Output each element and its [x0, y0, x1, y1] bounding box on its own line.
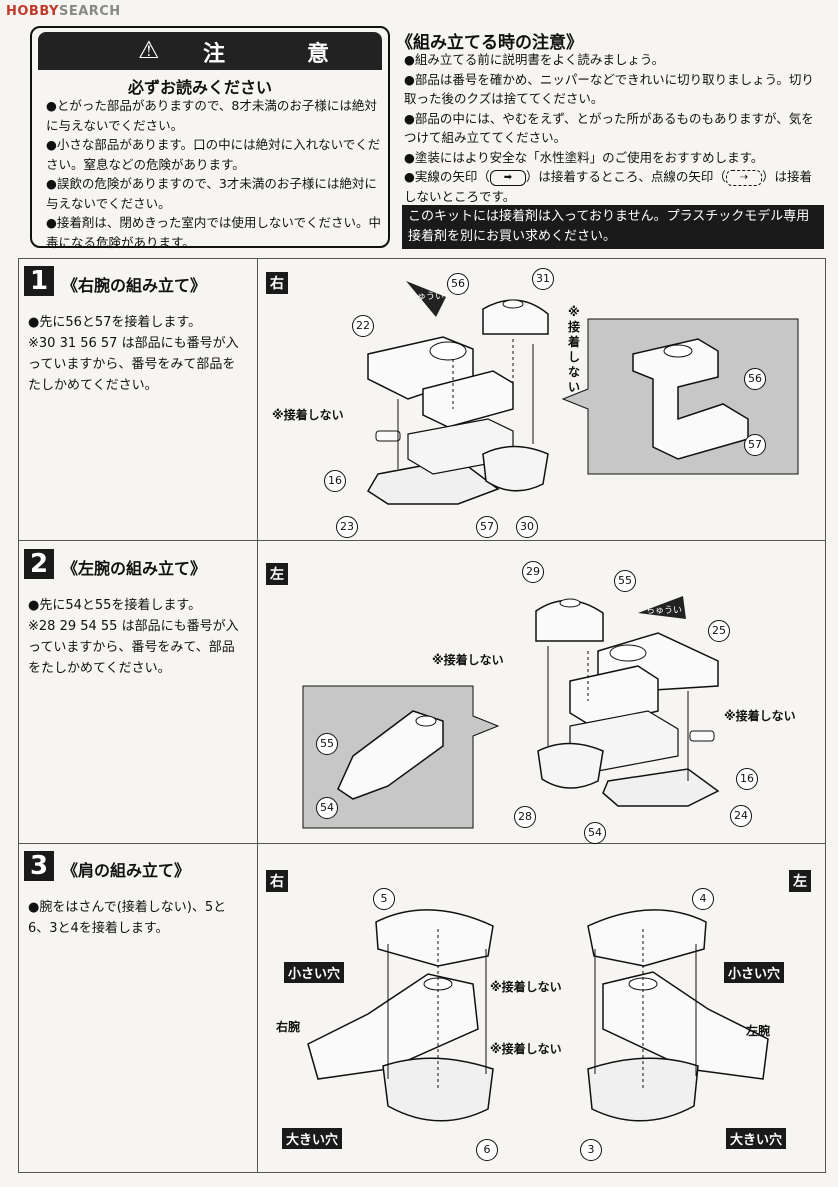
watermark-hobby: HOBBY	[6, 4, 59, 19]
part-number: 16	[324, 470, 346, 492]
caution-arrow-label: ちゅうい	[408, 291, 444, 302]
step-number: 1	[24, 266, 54, 296]
no-glue-label: ※接着しない	[724, 709, 796, 723]
arrow-note-part: ●実線の矢印（	[404, 169, 490, 184]
dashed-arrow-icon: ⇢	[725, 169, 762, 186]
step-body: ●先に54と55を接着します。 ※28 29 54 55 は部品にも番号が入って…	[28, 595, 244, 679]
part-number: 30	[516, 516, 538, 538]
divider	[18, 258, 826, 259]
caution-item: ●接着剤は、閉めきった室内では使用しないでください。中毒になる危険があります。	[46, 215, 382, 250]
no-glue-label: ※接着しない	[490, 980, 562, 994]
step-body: ●先に56と57を接着します。 ※30 31 56 57 は部品にも番号が入って…	[28, 312, 244, 396]
part-number: 24	[730, 805, 752, 827]
note-item-arrows: ●実線の矢印（➡）は接着するところ、点線の矢印（⇢）は接着しないところです。	[404, 167, 824, 206]
part-number: 16	[736, 768, 758, 790]
part-number: 55	[614, 570, 636, 592]
part-number: 55	[316, 733, 338, 755]
side-tag-right: 右	[266, 272, 288, 294]
solid-arrow-icon: ➡	[489, 169, 526, 186]
caution-item: ●誤飲の危険がありますので、3才未満のお子様には絶対に与えないでください。	[46, 176, 377, 211]
step-title: 《右腕の組み立て》	[62, 276, 207, 295]
step-title: 《左腕の組み立て》	[62, 559, 207, 578]
step-number: 2	[24, 549, 54, 579]
divider	[18, 258, 19, 1172]
big-hole-label: 大きい穴	[282, 1128, 343, 1149]
caution-item: ●小さな部品があります。口の中には絶対に入れないでください。窒息などの危険があり…	[46, 137, 381, 172]
step-title: 《肩の組み立て》	[62, 861, 191, 880]
part-number: 25	[708, 620, 730, 642]
watermark-search: SEARCH	[58, 4, 121, 19]
part-number: 57	[744, 434, 766, 456]
part-number: 54	[316, 797, 338, 819]
warning-icon: ⚠	[138, 36, 160, 64]
note-item: ●塗装にはより安全な「水性塗料」のご使用をおすすめします。	[404, 149, 764, 165]
part-number: 22	[352, 315, 374, 337]
caution-title: 注 意	[203, 42, 360, 67]
no-glue-label: ※接着しない	[432, 653, 504, 667]
right-arm-label: 右腕	[276, 1020, 301, 1034]
step-line: ※30 31 56 57 は部品にも番号が入っていますから、番号をみて部品をたし…	[28, 336, 239, 393]
big-hole-label: 大きい穴	[726, 1128, 787, 1149]
no-glue-label-vertical: ※接着しない	[568, 305, 581, 394]
divider	[18, 843, 826, 844]
caution-header: ⚠ 注 意	[38, 32, 382, 70]
side-tag-left: 左	[266, 563, 288, 585]
shoulder-diagram	[307, 909, 769, 1122]
part-number: 29	[522, 561, 544, 583]
arrow-note-part: ）は接着するところ、点線の矢印（	[525, 169, 726, 184]
part-number: 31	[532, 268, 554, 290]
side-tag-right: 右	[266, 870, 288, 892]
part-number: 6	[476, 1139, 498, 1161]
divider	[18, 1172, 826, 1173]
must-read-label: 必ずお読みください	[128, 78, 273, 97]
small-hole-label: 小さい穴	[724, 962, 785, 983]
caution-arrow-label: ちゅうい	[646, 605, 682, 616]
note-item: ●組み立てる前に説明書をよく読みましょう。	[404, 52, 665, 67]
note-item: ●部品は番号を確かめ、ニッパーなどできれいに切り取りましょう。切り取った後のクズ…	[404, 71, 814, 107]
part-number: 23	[336, 516, 358, 538]
step-line: ●腕をはさんで(接着しない)、5と6、3と4を接着します。	[28, 900, 227, 936]
step-number: 3	[24, 851, 54, 881]
part-number: 54	[584, 822, 606, 844]
step-line: ※28 29 54 55 は部品にも番号が入っていますから、番号をみて、部品をた…	[28, 619, 239, 676]
left-arm-label: 左腕	[746, 1024, 771, 1038]
part-number: 4	[692, 888, 714, 910]
arrow-note-part: ）は接着しないところです。	[404, 169, 812, 204]
left-arm-diagram: ちゅうい	[302, 596, 720, 829]
part-number: 56	[447, 273, 469, 295]
divider	[257, 258, 258, 1172]
side-tag-left: 左	[789, 870, 811, 892]
assembly-notes-title: 《組み立てる時の注意》	[396, 33, 583, 53]
step-line: ●先に56と57を接着します。	[28, 315, 202, 330]
no-glue-label: ※接着しない	[272, 408, 344, 422]
caution-list: ●とがった部品がありますので、8才未満のお子様には絶対に与えないでください。 ●…	[46, 96, 382, 252]
part-number: 5	[373, 888, 395, 910]
part-number: 28	[514, 806, 536, 828]
watermark-logo: HOBBYSEARCH	[6, 4, 121, 19]
note-item: ●部品の中には、やむをえず、とがった所があるものもありますが、気をつけて組み立て…	[404, 110, 814, 146]
assembly-notes-list: ●組み立てる前に説明書をよく読みましょう。 ●部品は番号を確かめ、ニッパーなどで…	[404, 50, 824, 206]
no-glue-label: ※接着しない	[490, 1042, 562, 1056]
right-arm-diagram: ちゅうい	[366, 281, 799, 505]
caution-item: ●とがった部品がありますので、8才未満のお子様には絶対に与えないでください。	[46, 98, 377, 133]
step-line: ●先に54と55を接着します。	[28, 598, 202, 613]
glue-notice: このキットには接着剤は入っておりません。プラスチックモデル専用接着剤を別にお買い…	[402, 205, 824, 249]
divider	[825, 258, 826, 1172]
part-number: 56	[744, 368, 766, 390]
part-number: 3	[580, 1139, 602, 1161]
step-body: ●腕をはさんで(接着しない)、5と6、3と4を接着します。	[28, 897, 244, 939]
divider	[18, 540, 826, 541]
small-hole-label: 小さい穴	[284, 962, 345, 983]
part-number: 57	[476, 516, 498, 538]
